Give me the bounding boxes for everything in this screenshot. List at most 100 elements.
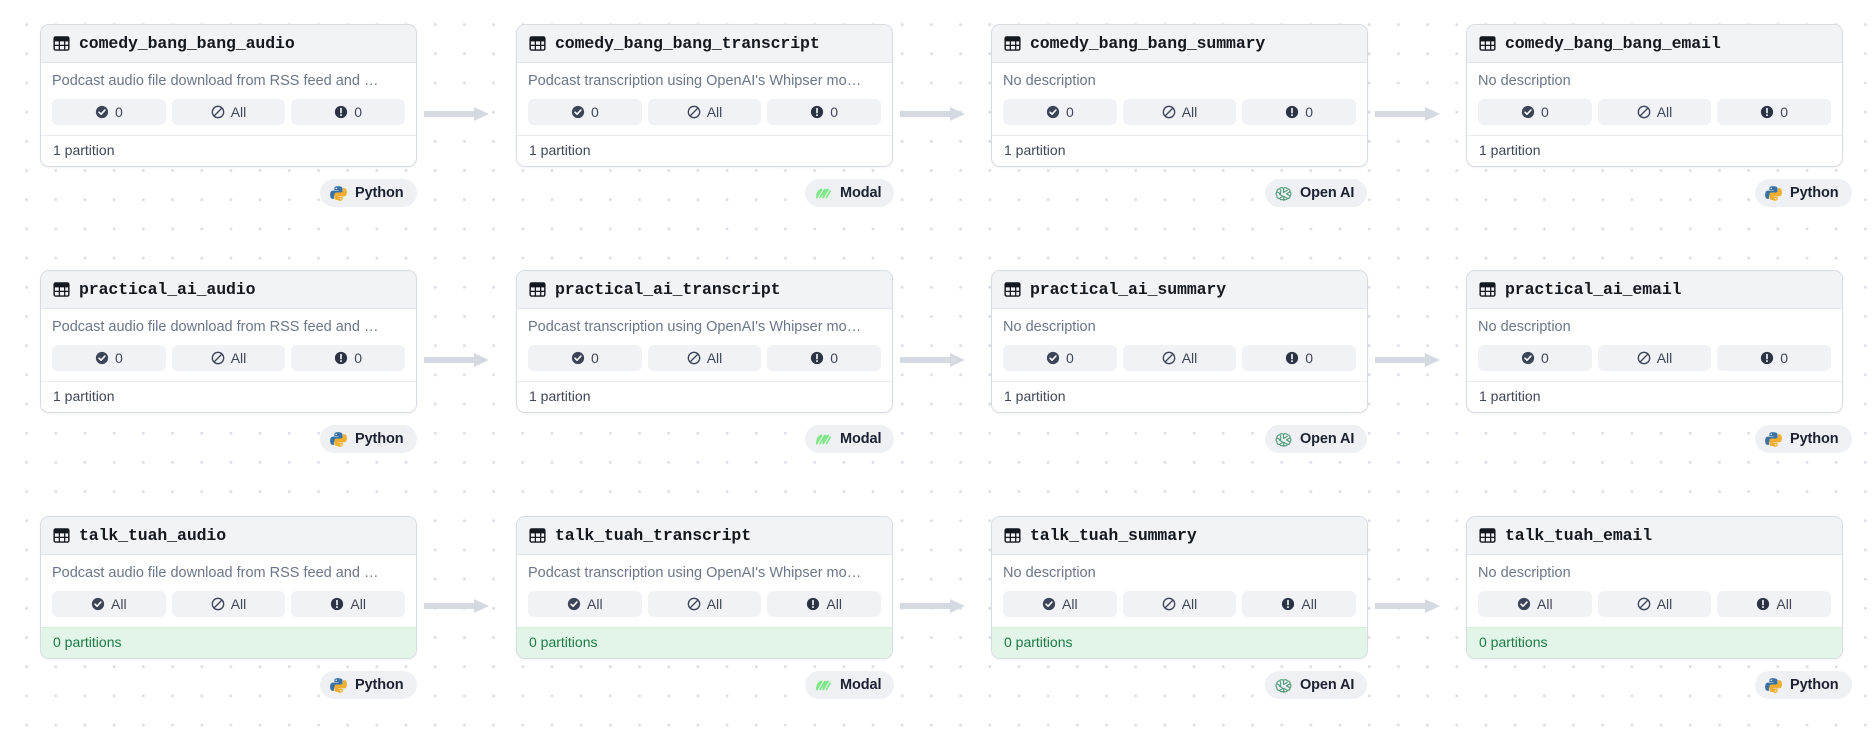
asset-node-header[interactable]: talk_tuah_email <box>1467 517 1842 555</box>
alert-circle-icon <box>331 598 344 611</box>
python-logo-icon <box>1765 677 1782 693</box>
asset-node-description: No description <box>1478 73 1571 89</box>
tech-badge-python[interactable]: Python <box>1755 425 1852 453</box>
status-pill-label: All <box>706 104 723 121</box>
status-pill-label: All <box>826 596 842 613</box>
status-pill-slash-circle[interactable]: All <box>647 99 762 126</box>
status-pill-slash-circle[interactable]: All <box>1597 99 1712 126</box>
status-pill-alert-circle[interactable]: 0 <box>1717 99 1832 126</box>
table-grid-icon <box>1479 528 1496 543</box>
asset-status-pills: 0 All 0 <box>1478 99 1832 126</box>
status-pill-slash-circle[interactable]: All <box>1122 99 1237 126</box>
status-pill-alert-circle[interactable]: All <box>767 591 882 618</box>
tech-badge-python[interactable]: Python <box>1755 179 1852 207</box>
status-pill-check-circle[interactable]: 0 <box>1003 345 1117 372</box>
status-pill-check-circle[interactable]: 0 <box>52 99 166 126</box>
asset-node-header[interactable]: comedy_bang_bang_summary <box>992 25 1367 63</box>
status-pill-alert-circle[interactable]: All <box>1717 591 1832 618</box>
status-pill-label: 0 <box>590 104 599 121</box>
status-pill-alert-circle[interactable]: 0 <box>767 99 882 126</box>
asset-node-header[interactable]: comedy_bang_bang_transcript <box>517 25 892 63</box>
asset-node-comedy_bang_bang_email[interactable]: comedy_bang_bang_email No description 0 A… <box>1466 24 1843 168</box>
asset-node-title: comedy_bang_bang_summary <box>1030 34 1266 53</box>
status-pill-alert-circle[interactable]: 0 <box>767 345 882 372</box>
status-pill-check-circle[interactable]: 0 <box>528 99 642 126</box>
status-pill-check-circle[interactable]: All <box>1478 591 1592 618</box>
asset-node-header[interactable]: comedy_bang_bang_email <box>1467 25 1842 63</box>
asset-node-title: talk_tuah_audio <box>79 526 227 545</box>
status-pill-slash-circle[interactable]: All <box>1122 591 1237 618</box>
asset-partition-count: 1 partition <box>41 381 416 413</box>
asset-node-header[interactable]: talk_tuah_transcript <box>517 517 892 555</box>
alert-circle-icon <box>335 106 348 119</box>
tech-badge-modal[interactable]: Modal <box>805 425 895 453</box>
status-pill-check-circle[interactable]: 0 <box>1478 99 1592 126</box>
asset-node-description: Podcast transcription using OpenAI's Whi… <box>528 73 862 89</box>
asset-node-header[interactable]: comedy_bang_bang_audio <box>41 25 416 63</box>
asset-node-header[interactable]: talk_tuah_audio <box>41 517 416 555</box>
tech-badge-open-ai[interactable]: Open AI <box>1265 671 1368 699</box>
tech-badge-python[interactable]: Python <box>320 671 417 699</box>
tech-badge-label: Modal <box>840 431 882 447</box>
alert-circle-icon <box>335 352 348 365</box>
asset-node-header[interactable]: practical_ai_summary <box>992 271 1367 309</box>
slash-circle-icon <box>211 597 225 611</box>
status-pill-check-circle[interactable]: All <box>52 591 166 618</box>
status-pill-alert-circle[interactable]: 0 <box>291 345 406 372</box>
asset-node-body: No description 0 All 0 <box>992 309 1367 382</box>
status-pill-alert-circle[interactable]: 0 <box>1242 99 1357 126</box>
python-logo-icon <box>330 677 347 693</box>
status-pill-slash-circle[interactable]: All <box>647 345 762 372</box>
check-circle-icon <box>1046 352 1060 365</box>
status-pill-slash-circle[interactable]: All <box>171 99 286 126</box>
status-pill-check-circle[interactable]: All <box>528 591 642 618</box>
tech-badge-open-ai[interactable]: Open AI <box>1265 425 1368 453</box>
status-pill-alert-circle[interactable]: 0 <box>1242 345 1357 372</box>
status-pill-slash-circle[interactable]: All <box>1597 591 1712 618</box>
tech-badge-python[interactable]: Python <box>320 425 417 453</box>
asset-node-header[interactable]: practical_ai_transcript <box>517 271 892 309</box>
status-pill-check-circle[interactable]: 0 <box>528 345 642 372</box>
tech-badge-python[interactable]: Python <box>1755 671 1852 699</box>
check-circle-icon <box>95 352 109 365</box>
status-pill-check-circle[interactable]: 0 <box>1478 345 1592 372</box>
asset-node-body: Podcast transcription using OpenAI's Whi… <box>517 63 892 136</box>
status-pill-slash-circle[interactable]: All <box>1122 345 1237 372</box>
slash-circle-icon <box>1637 105 1651 119</box>
tech-badge-python[interactable]: Python <box>320 179 417 207</box>
status-pill-label: 0 <box>1780 350 1789 367</box>
status-pill-alert-circle[interactable]: All <box>291 591 406 618</box>
asset-partition-count: 1 partition <box>41 135 416 167</box>
tech-badge-modal[interactable]: Modal <box>805 179 895 207</box>
asset-node-header[interactable]: practical_ai_audio <box>41 271 416 309</box>
status-pill-alert-circle[interactable]: 0 <box>291 99 406 126</box>
flow-arrow <box>1375 106 1441 122</box>
asset-node-header[interactable]: talk_tuah_summary <box>992 517 1367 555</box>
asset-node-header[interactable]: practical_ai_email <box>1467 271 1842 309</box>
tech-badge-label: Python <box>355 677 404 693</box>
status-pill-slash-circle[interactable]: All <box>647 591 762 618</box>
status-pill-slash-circle[interactable]: All <box>171 345 286 372</box>
status-pill-alert-circle[interactable]: 0 <box>1717 345 1832 372</box>
status-pill-check-circle[interactable]: 0 <box>52 345 166 372</box>
status-pill-slash-circle[interactable]: All <box>171 591 286 618</box>
status-pill-label: 0 <box>1065 350 1074 367</box>
status-pill-check-circle[interactable]: All <box>1003 591 1117 618</box>
tech-badge-open-ai[interactable]: Open AI <box>1265 179 1368 207</box>
tech-badge-modal[interactable]: Modal <box>805 671 895 699</box>
status-pill-slash-circle[interactable]: All <box>1597 345 1712 372</box>
status-pill-check-circle[interactable]: 0 <box>1003 99 1117 126</box>
status-pill-alert-circle[interactable]: All <box>1242 591 1357 618</box>
